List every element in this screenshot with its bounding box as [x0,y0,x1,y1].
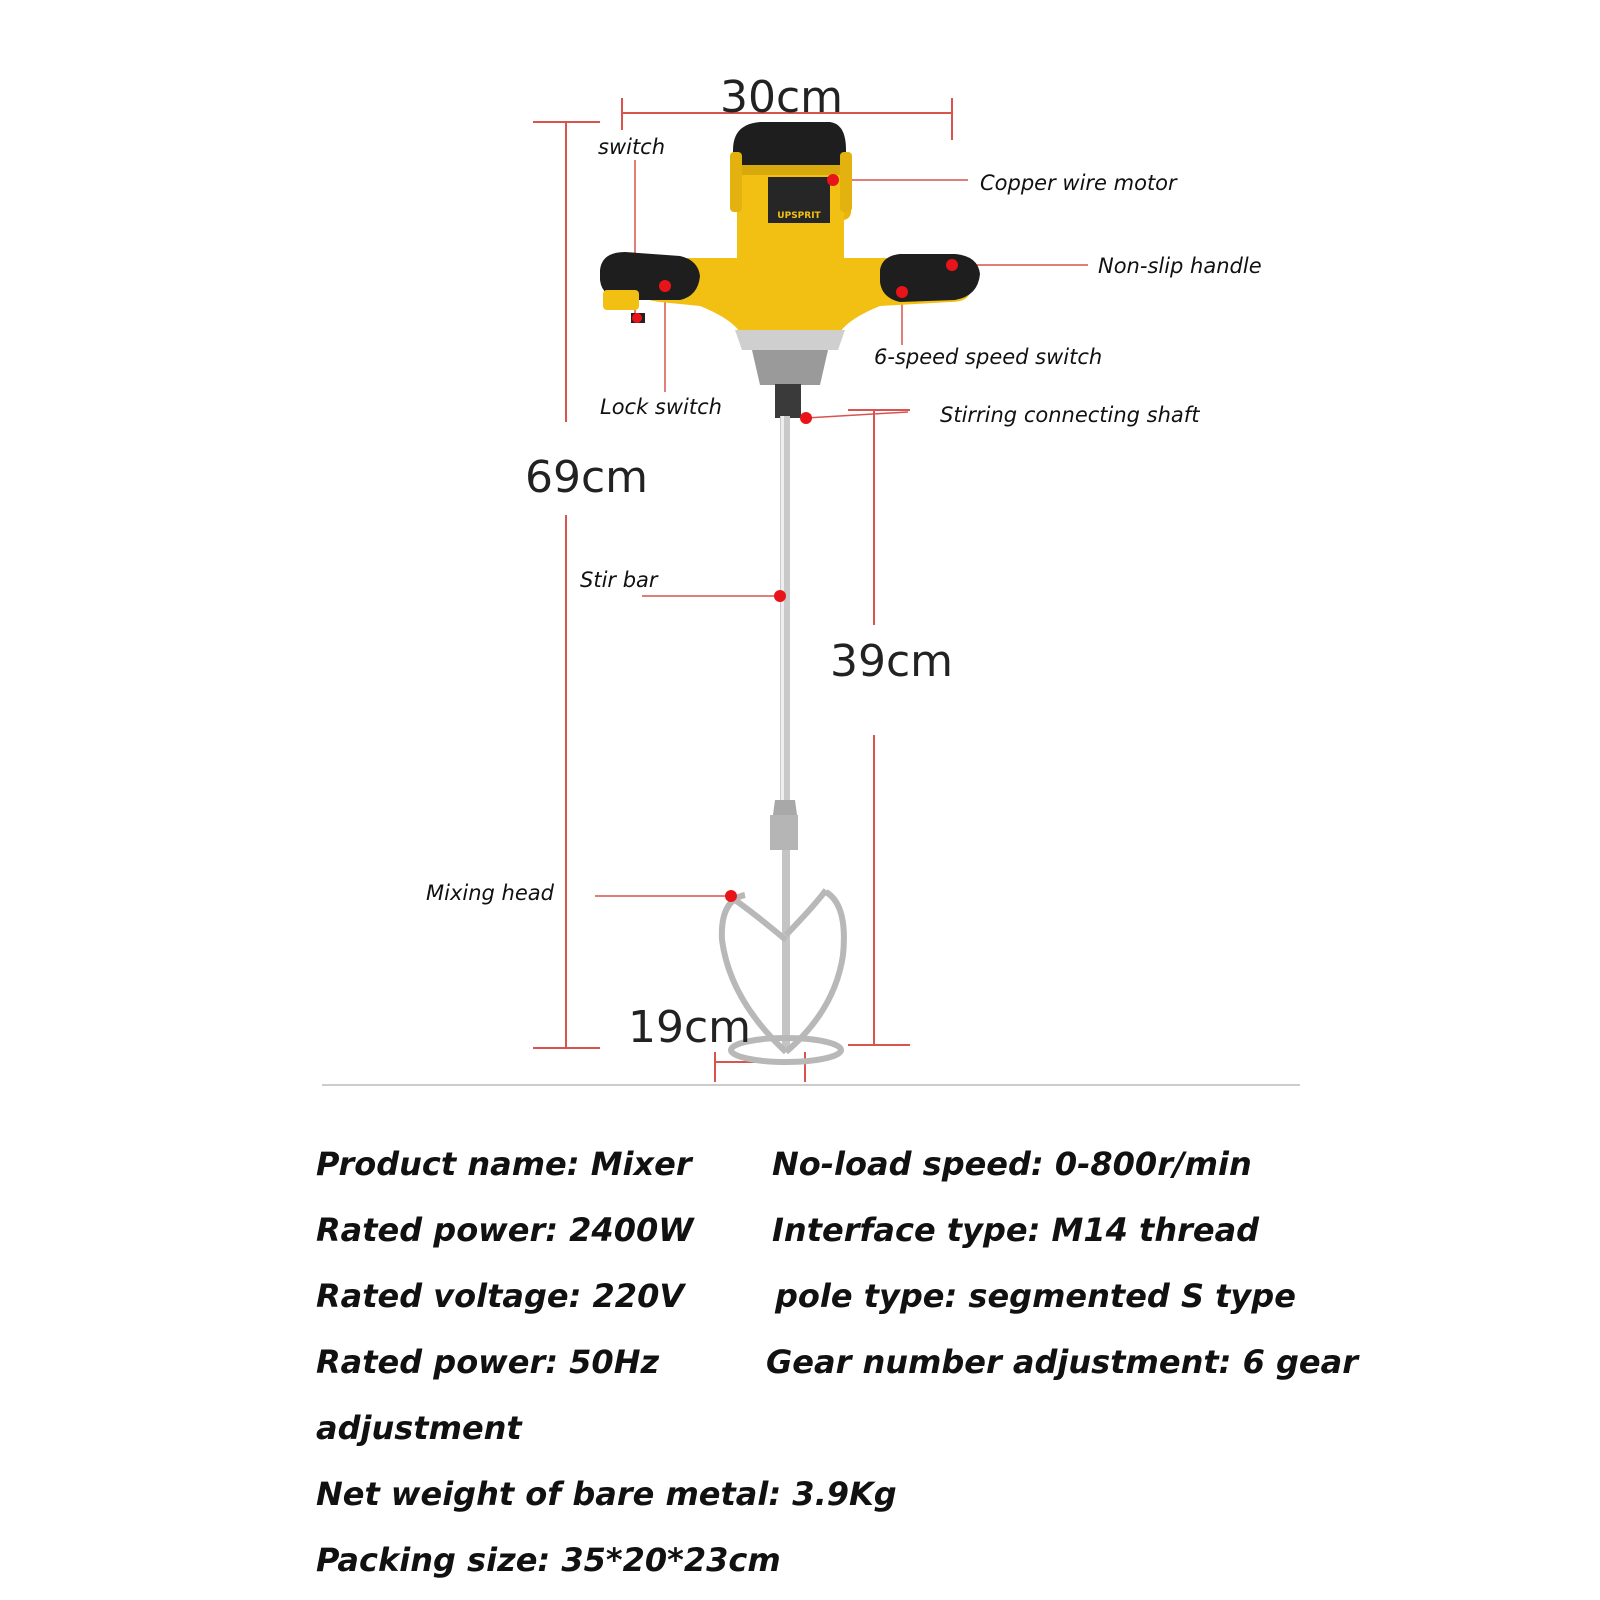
brand-label: UPSPRIT [777,211,821,221]
spec-net-weight: Net weight of bare metal: 3.9Kg [316,1475,897,1513]
height-dimension-label: 69cm [525,452,649,503]
right-grip [880,254,980,302]
lock-switch-housing [603,290,639,310]
spec-gear-adjustment: Gear number adjustment: 6 gear [766,1343,1358,1381]
dot-mixing-head [725,890,737,902]
stir-bar-shine [781,416,784,806]
spec-product-name: Product name: Mixer [316,1145,692,1183]
callout-switch: switch [598,135,666,159]
callout-dots [632,174,958,902]
paddle-strut-left [730,895,788,943]
callout-stir-bar: Stir bar [580,568,658,592]
leader-connecting-shaft [805,411,909,419]
motor-cap-band [733,165,846,175]
dot-lock-switch [659,280,671,292]
coupling-nut [770,815,798,850]
spec-rated-voltage: Rated voltage: 220V [316,1277,685,1315]
paddle-ring [728,1035,844,1065]
callout-mixing-head: Mixing head [426,881,554,905]
mixing-head [718,888,847,1065]
paddle-strut-right [783,888,829,938]
spec-rated-power: Rated power: 2400W [316,1211,694,1249]
spindle-chuck [775,384,801,418]
left-grip [600,252,700,300]
callout-speed-switch: 6-speed speed switch [874,345,1103,369]
spec-gear-adjustment-wrap: adjustment [316,1409,522,1447]
gearbox-collar [752,350,828,385]
spec-interface-type: Interface type: M14 thread [772,1211,1260,1249]
spec-pole-type: pole type: segmented S type [775,1277,1296,1315]
paddle-blade-left [718,892,789,1055]
spec-rated-frequency: Rated power: 50Hz [316,1343,660,1381]
shaft-dimension-label: 39cm [830,636,954,687]
dot-stir-bar [774,590,786,602]
gearbox-plate [735,330,845,350]
dot-switch [632,313,642,323]
callout-copper-wire-motor: Copper wire motor [980,171,1177,195]
dot-non-slip-handle [946,259,958,271]
head-dimension-label: 19cm [628,1002,752,1053]
callout-connecting-shaft: Stirring connecting shaft [940,403,1200,427]
dot-connecting-shaft [800,412,812,424]
motor-cap [733,122,846,168]
callout-lock-switch: Lock switch [600,395,722,419]
motor-side-left [730,152,742,212]
coupling-nut-top [773,800,797,815]
callout-non-slip-handle: Non-slip handle [1098,254,1262,278]
rating-plate [768,177,830,223]
spec-packing-size: Packing size: 35*20*23cm [316,1541,781,1579]
dimension-lines [533,98,953,1082]
dot-speed-switch [896,286,908,298]
dot-copper-wire-motor [827,174,839,186]
motor-side-right [840,152,852,212]
paddle-blade-right [784,889,847,1055]
lower-shaft [782,850,790,1050]
stir-bar [780,416,790,806]
spec-no-load-speed: No-load speed: 0-800r/min [772,1145,1252,1183]
width-dimension-label: 30cm [720,72,844,123]
